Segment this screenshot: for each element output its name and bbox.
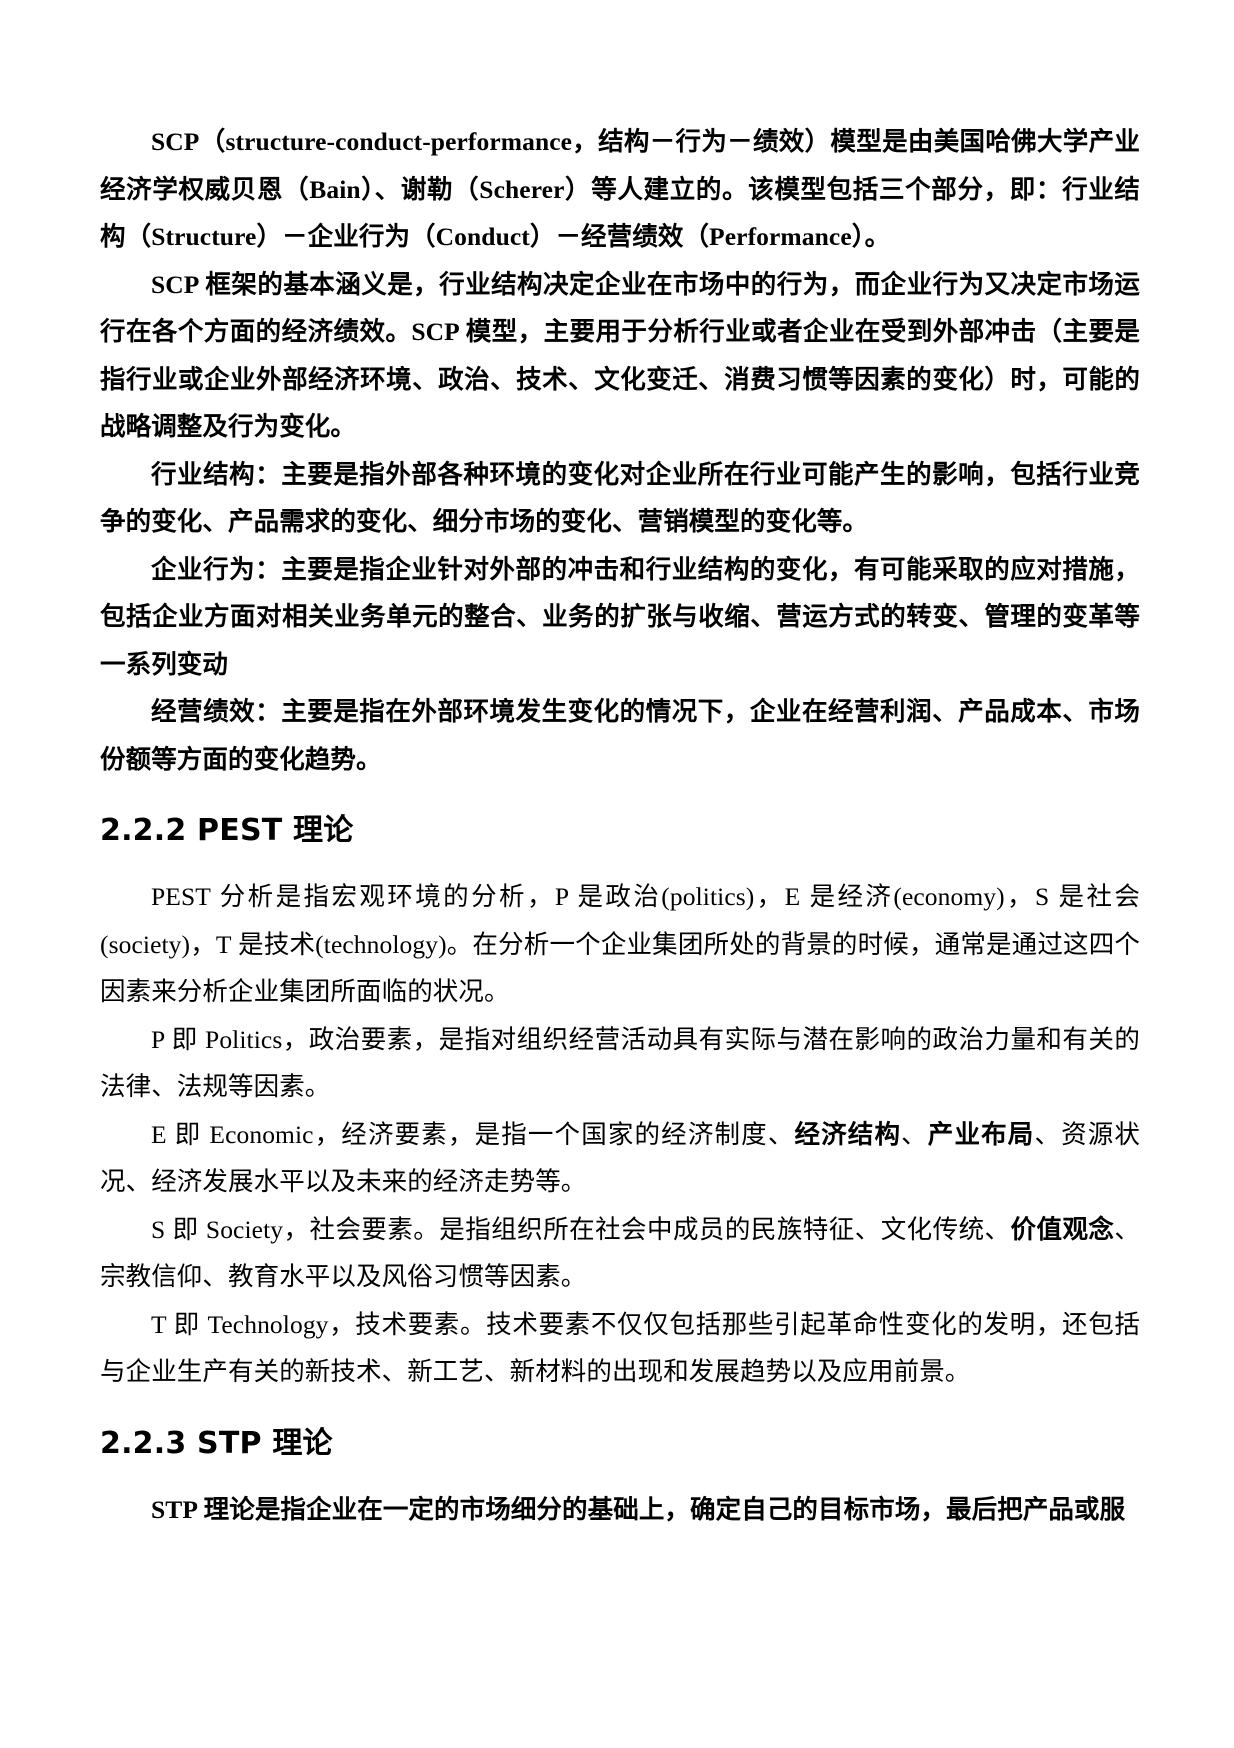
paragraph-pest-overview: PEST 分析是指宏观环境的分析，P 是政治(politics)，E 是经济(e… xyxy=(100,882,1140,1006)
section-scp-theory: SCP（structure-conduct-performance，结构－行为－… xyxy=(100,118,1140,783)
spacer-after-stp-heading xyxy=(100,1466,1140,1486)
paragraph-pest-society: S 即 Society，社会要素。是指组织所在社会中成员的民族特征、文化传统、价… xyxy=(100,1206,1140,1301)
society-lead-text: S 即 Society，社会要素。是指组织所在社会中成员的民族特征、文化传统、 xyxy=(151,1214,1011,1244)
spacer-after-pest-heading xyxy=(100,853,1140,873)
economic-emphasis-layout: 产业布局 xyxy=(927,1119,1035,1149)
document-body-column: SCP（structure-conduct-performance，结构－行为－… xyxy=(100,118,1140,1533)
paragraph-scp-definition: SCP（structure-conduct-performance，结构－行为－… xyxy=(100,127,1140,251)
paragraph-pest-technology: T 即 Technology，技术要素。技术要素不仅仅包括那些引起革命性变化的发… xyxy=(100,1309,1140,1387)
paragraph-stp-definition: STP 理论是指企业在一定的市场细分的基础上，确定自己的目标市场，最后把产品或服 xyxy=(151,1494,1126,1524)
society-emphasis-values: 价值观念 xyxy=(1010,1214,1115,1244)
society-tail-text: 、宗教信仰、教育水平以及风俗习惯等因素。 xyxy=(100,1214,1140,1292)
paragraph-scp-framework: SCP 框架的基本涵义是，行业结构决定企业在市场中的行为，而企业行为又决定市场运… xyxy=(100,269,1140,442)
economic-lead-text: E 即 Economic，经济要素，是指一个国家的经济制度、 xyxy=(151,1119,795,1149)
paragraph-pest-economic: E 即 Economic，经济要素，是指一个国家的经济制度、经济结构、产业布局、… xyxy=(100,1111,1140,1206)
spacer-before-stp-heading xyxy=(100,1396,1140,1422)
spacer-before-pest-heading xyxy=(100,783,1140,809)
paragraph-pest-politics: P 即 Politics，政治要素，是指对组织经营活动具有实际与潜在影响的政治力… xyxy=(100,1024,1140,1102)
section-stp-theory: STP 理论是指企业在一定的市场细分的基础上，确定自己的目标市场，最后把产品或服 xyxy=(100,1486,1140,1534)
paragraph-business-performance: 经营绩效：主要是指在外部环境发生变化的情况下，企业在经营利润、产品成本、市场份额… xyxy=(100,697,1140,774)
economic-middle-separator: 、 xyxy=(901,1119,928,1149)
economic-emphasis-structure: 经济结构 xyxy=(794,1119,902,1149)
section-pest-theory: PEST 分析是指宏观环境的分析，P 是政治(politics)，E 是经济(e… xyxy=(100,873,1140,1396)
paragraph-industry-structure: 行业结构：主要是指外部各种环境的变化对企业所在行业可能产生的影响，包括行业竞争的… xyxy=(100,459,1140,537)
heading-2-2-2-pest: 2.2.2 PEST 理论 xyxy=(100,813,354,848)
economic-tail-text: 、资源状况、经济发展水平以及未来的经济走势等。 xyxy=(100,1119,1141,1197)
heading-2-2-3-stp: 2.2.3 STP 理论 xyxy=(100,1425,333,1461)
paragraph-firm-conduct: 企业行为：主要是指企业针对外部的冲击和行业结构的变化，有可能采取的应对措施，包括… xyxy=(100,554,1140,679)
